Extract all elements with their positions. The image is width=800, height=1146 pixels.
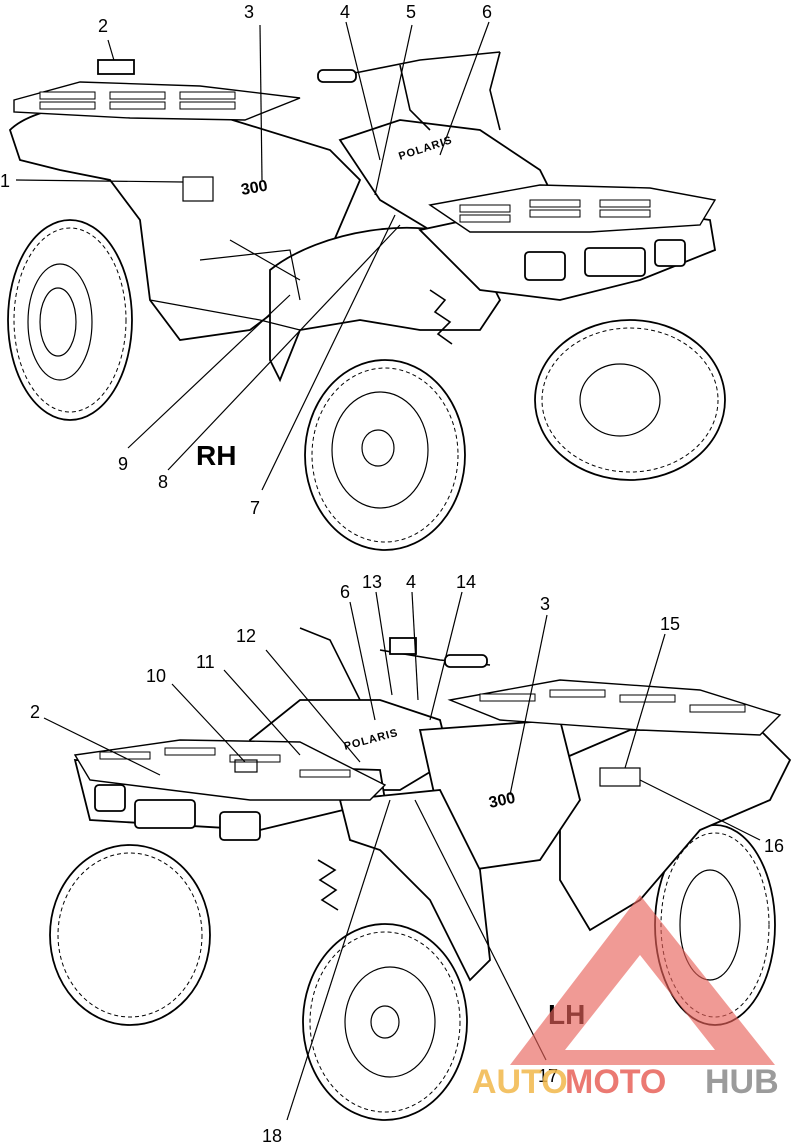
callout-1: 1 [0,171,10,191]
rear-rack-rh [13,81,301,121]
leader-lines-rh [15,21,490,491]
callouts-lh: 2 10 11 12 6 13 4 14 3 15 16 17 18 LH [30,572,784,1146]
view-label-rh: RH [196,440,236,471]
callout-4-lh: 4 [406,572,416,592]
decal-16-lh [599,767,641,787]
decal-10-lh [234,759,258,773]
headlight-center-lh [134,799,196,829]
watermark-logo: AUTO MOTO HUB [472,895,779,1101]
front-rack-lh [73,739,387,801]
callout-2: 2 [98,16,108,36]
callout-6: 6 [482,2,492,22]
callout-18: 18 [262,1126,282,1146]
decal-300-rh: 300 [240,178,269,199]
callout-17: 17 [538,1066,558,1086]
callout-8: 8 [158,472,168,492]
callout-16: 16 [764,836,784,856]
callout-10: 10 [146,666,166,686]
atv-right-side-drawing: 300 POLARIS [7,51,726,551]
callout-13: 13 [362,572,382,592]
headlight-left-rh [524,251,566,281]
front-rack-rh [428,184,717,233]
front-shock-lh [317,859,339,911]
rear-wheel-rh [7,219,133,421]
callout-15: 15 [660,614,680,634]
headlight-right-lh [219,811,261,841]
callouts-rh: 1 2 3 4 5 6 9 8 7 RH [0,2,492,518]
front-far-wheel-lh [49,844,211,1026]
callout-9: 9 [118,454,128,474]
callout-11: 11 [196,652,215,672]
watermark-triangle-icon [510,895,775,1065]
front-shock-rh [429,289,453,345]
callout-14: 14 [456,572,476,592]
front-far-wheel-rh [534,319,726,481]
callout-7: 7 [250,498,260,518]
callout-5: 5 [406,2,416,22]
watermark-moto: MOTO [565,1063,666,1101]
atv-left-side-drawing: 300 POLARIS [49,627,792,1121]
rear-rack-lh [447,679,782,736]
headlight-left-lh [94,784,126,812]
front-wheel-rh [304,359,466,551]
watermark-auto: AUTO [472,1063,568,1101]
callout-4: 4 [340,2,350,22]
leader-lines-lh [43,591,761,1121]
handlebar-lh [299,627,361,701]
callout-6-lh: 6 [340,582,350,602]
callout-3: 3 [244,2,254,22]
watermark-hub: HUB [705,1063,779,1101]
decal-300-lh: 300 [487,790,517,812]
front-wheel-lh [302,923,468,1121]
decal-1-rh [182,176,214,202]
headlight-center-rh [584,247,646,277]
callout-12: 12 [236,626,256,646]
callout-3-lh: 3 [540,594,550,614]
callout-2-lh: 2 [30,702,40,722]
headlight-right-rh [654,239,686,267]
